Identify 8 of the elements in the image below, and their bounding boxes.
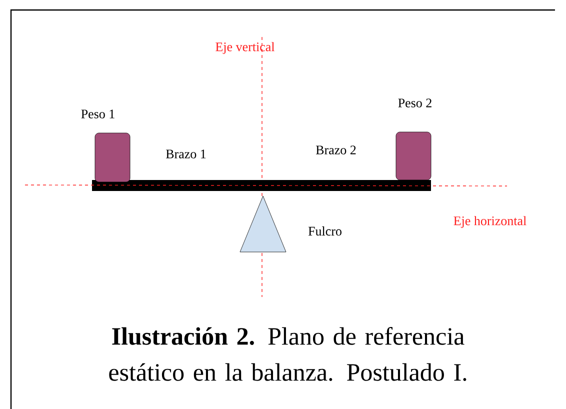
axis-label: Eje vertical: [216, 42, 275, 54]
arm-label: Brazo 2: [316, 146, 356, 154]
caption: Ilustración 2. Plano de referencia estático en la balanza. Postulado I.: [109, 327, 466, 381]
weight-label: Peso 1: [81, 110, 114, 118]
arm-label: Brazo 1: [166, 150, 206, 158]
weight-label: Peso 2: [398, 98, 432, 108]
axis-label: Eje horizontal: [454, 216, 526, 228]
fulcrum-label: Fulcro: [308, 226, 342, 236]
